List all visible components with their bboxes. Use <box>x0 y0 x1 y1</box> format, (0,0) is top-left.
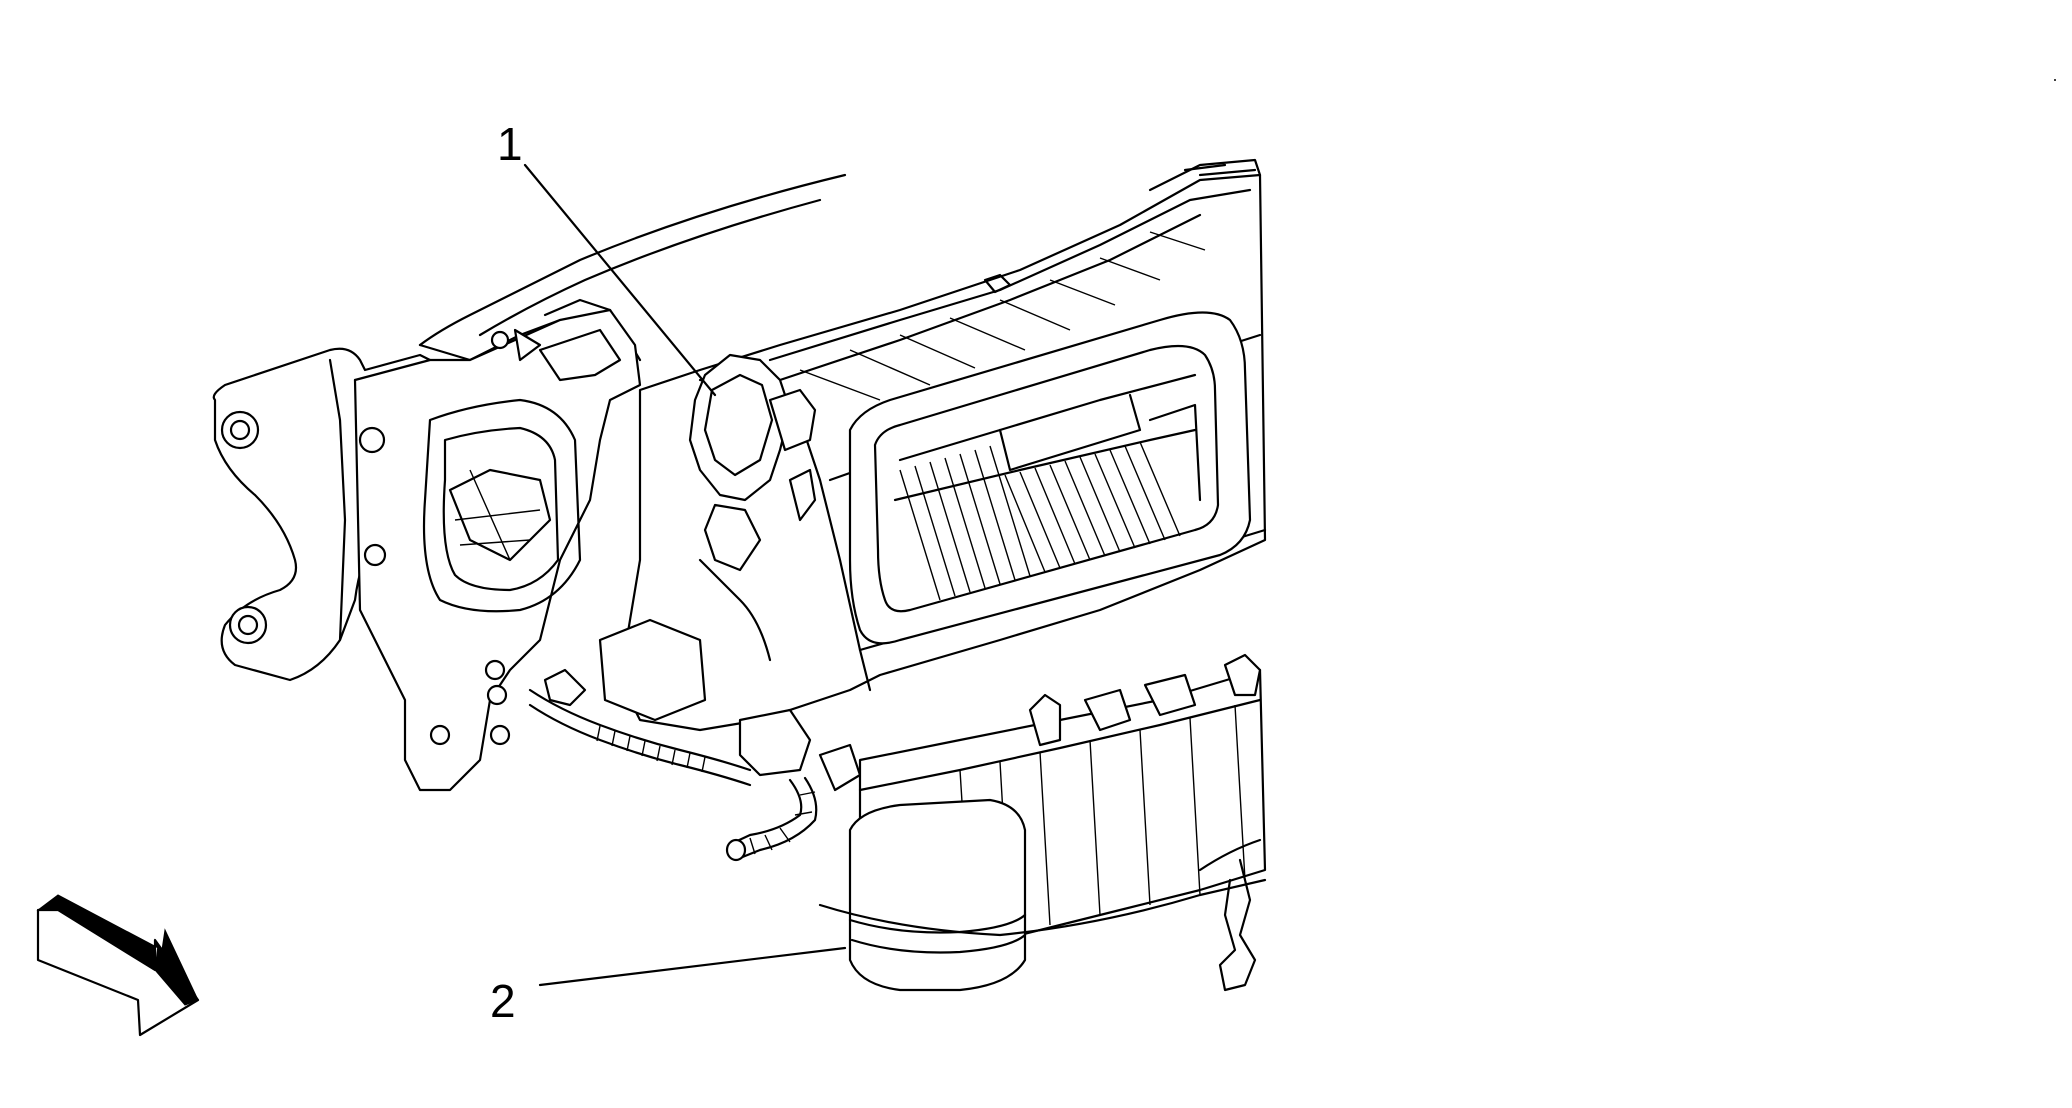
blower-motor <box>818 653 1267 992</box>
cross-car-beam <box>418 173 847 362</box>
callout-1-label: 1 <box>497 118 523 170</box>
front-arrow-icon <box>36 894 200 1037</box>
callout-2-leader <box>538 946 847 987</box>
callout-2-label: 2 <box>490 975 516 1027</box>
callout-1-leader <box>523 163 717 397</box>
wiring-harness <box>528 618 862 862</box>
speck <box>2054 79 2056 81</box>
blend-door-actuator <box>688 353 817 662</box>
center-bracket <box>353 308 642 792</box>
air-inlet-opening <box>848 311 1252 645</box>
